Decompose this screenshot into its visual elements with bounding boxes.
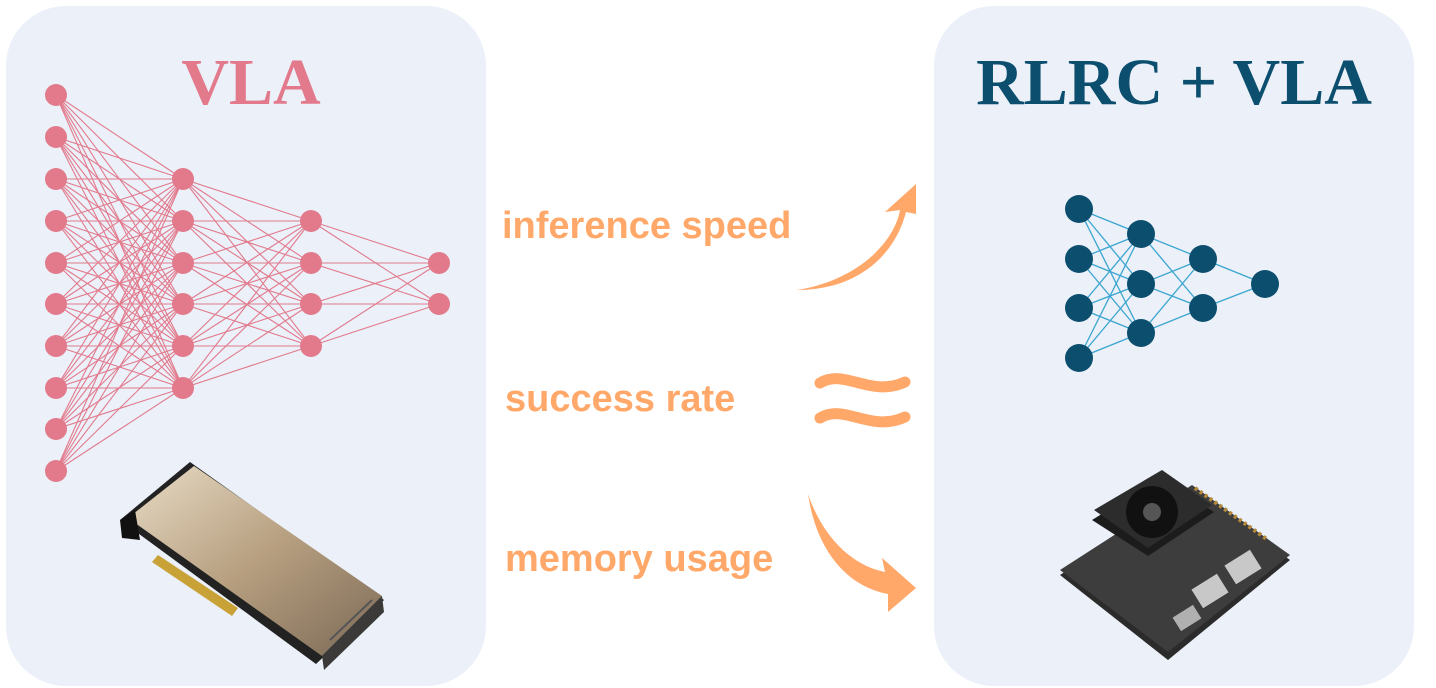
network-node	[45, 168, 67, 190]
network-edge	[182, 220, 312, 305]
network-edge	[182, 220, 312, 347]
metric-success-rate: success rate	[505, 378, 736, 420]
network-node	[172, 377, 194, 399]
network-node	[172, 168, 194, 190]
network-edge	[182, 220, 312, 389]
network-edge	[310, 220, 440, 264]
network-edge	[55, 262, 184, 472]
network-node	[45, 418, 67, 440]
network-edge	[310, 262, 440, 347]
network-node	[1127, 270, 1155, 298]
network-node	[45, 335, 67, 357]
network-node	[45, 460, 67, 482]
network-edge	[55, 136, 184, 180]
network-edge	[55, 345, 184, 472]
network-edge	[1140, 258, 1204, 334]
network-node	[45, 293, 67, 315]
network-node	[300, 293, 322, 315]
network-node	[45, 377, 67, 399]
network-edge	[182, 303, 312, 389]
network-node	[1065, 344, 1093, 372]
network-edge	[55, 178, 184, 222]
network-node	[300, 252, 322, 274]
large-neural-network-icon	[45, 84, 450, 482]
network-node	[300, 210, 322, 232]
gpu-card-image	[120, 462, 384, 670]
network-edge	[55, 178, 184, 347]
network-edge	[55, 178, 184, 430]
network-edge	[55, 178, 184, 472]
network-node	[1251, 270, 1279, 298]
network-edge	[310, 303, 440, 347]
arrow-down-icon	[808, 494, 916, 612]
network-node	[172, 210, 194, 232]
network-edge	[55, 178, 184, 264]
network-edge	[310, 262, 440, 305]
network-node	[1065, 195, 1093, 223]
network-node	[428, 252, 450, 274]
network-edge	[55, 178, 184, 305]
network-node	[428, 293, 450, 315]
rlrc-vla-title: RLRC + VLA	[976, 46, 1372, 119]
network-node	[300, 335, 322, 357]
network-node	[1189, 294, 1217, 322]
network-edge	[182, 220, 312, 264]
network-edge	[182, 178, 312, 222]
network-edge	[1078, 283, 1142, 359]
network-edge	[55, 303, 184, 472]
approx-equal-icon	[814, 373, 911, 428]
network-edge	[55, 220, 184, 472]
small-neural-network-icon	[1065, 195, 1279, 372]
network-node	[1127, 319, 1155, 347]
network-edge	[55, 94, 184, 180]
network-node	[1065, 294, 1093, 322]
network-node	[45, 126, 67, 148]
metric-inference-speed: inference speed	[502, 205, 792, 247]
network-edge	[55, 178, 184, 389]
network-node	[172, 252, 194, 274]
jetson-board-image	[1060, 470, 1290, 660]
network-node	[172, 293, 194, 315]
network-node	[45, 210, 67, 232]
network-node	[1065, 245, 1093, 273]
network-edge	[182, 345, 312, 389]
network-node	[1189, 245, 1217, 273]
arrow-up-icon	[797, 184, 916, 290]
network-node	[45, 252, 67, 274]
network-node	[172, 335, 194, 357]
network-node	[45, 84, 67, 106]
network-node	[1127, 220, 1155, 248]
network-edge	[1078, 233, 1142, 359]
network-edge	[182, 262, 312, 389]
network-edge	[1078, 233, 1142, 309]
network-edge	[55, 387, 184, 472]
metric-memory-usage: memory usage	[505, 538, 774, 580]
vla-title: VLA	[181, 46, 321, 119]
